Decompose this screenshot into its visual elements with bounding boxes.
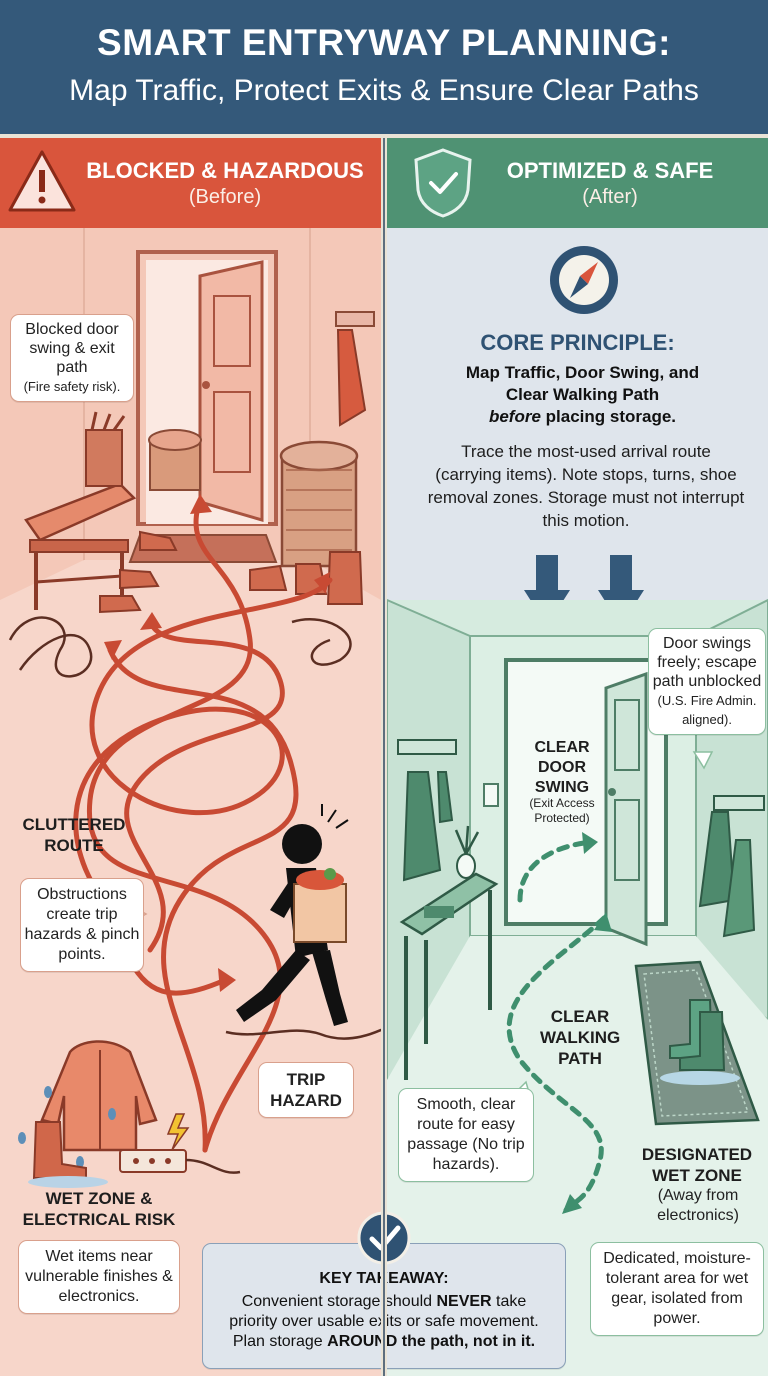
after-title: OPTIMIZED & SAFE — [506, 158, 714, 183]
obstructions-note: Obstructions create trip hazards & pinch… — [20, 878, 144, 972]
clear-walking-path-label: CLEAR WALKING PATH — [540, 1007, 621, 1068]
warning-icon — [8, 150, 76, 212]
page-header: SMART ENTRYWAY PLANNING: Map Traffic, Pr… — [0, 0, 768, 134]
header-divider — [0, 134, 768, 138]
after-subtitle: (After) — [582, 186, 638, 208]
dedicated-wet-area-note: Dedicated, moisture-tolerant area for we… — [590, 1242, 764, 1336]
core-principle-statement: Map Traffic, Door Swing, and Clear Walki… — [465, 363, 700, 426]
wet-items-note: Wet items near vulnerable finishes & ele… — [18, 1240, 180, 1314]
wet-zone-electrical-label: WET ZONE & ELECTRICAL RISK — [22, 1189, 176, 1229]
arrow-down-icon — [524, 555, 644, 626]
trip-hazard-label: TRIP HAZARD — [258, 1062, 354, 1118]
exit-access-protected-label: (Exit Access Protected) — [529, 796, 595, 825]
page-subtitle: Map Traffic, Protect Exits & Ensure Clea… — [69, 74, 699, 107]
cluttered-route-label: CLUTTERED ROUTE — [22, 815, 126, 855]
before-subtitle: (Before) — [188, 186, 262, 208]
blocked-door-note: Blocked door swing & exit path (Fire saf… — [10, 314, 134, 402]
door-swings-note: Door swings freely; escape path unblocke… — [648, 628, 766, 735]
before-room — [0, 228, 382, 1376]
designated-wet-zone-label: DESIGNATED WET ZONE — [641, 1145, 753, 1185]
clear-door-swing-label: CLEAR DOOR SWING — [534, 739, 590, 796]
column-separator-line — [383, 138, 385, 1376]
shield-check-icon — [414, 148, 472, 218]
compass-icon — [550, 246, 618, 314]
core-principle-body: Trace the most-used arrival route (carry… — [427, 442, 745, 530]
before-title: BLOCKED & HAZARDOUS — [86, 158, 364, 183]
before-header — [0, 138, 381, 228]
core-principle-title: CORE PRINCIPLE: — [480, 330, 675, 355]
page-title: SMART ENTRYWAY PLANNING: — [97, 22, 671, 63]
smooth-route-note: Smooth, clear route for easy passage (No… — [398, 1088, 534, 1182]
away-from-electronics-label: (Away from electronics) — [657, 1187, 739, 1224]
